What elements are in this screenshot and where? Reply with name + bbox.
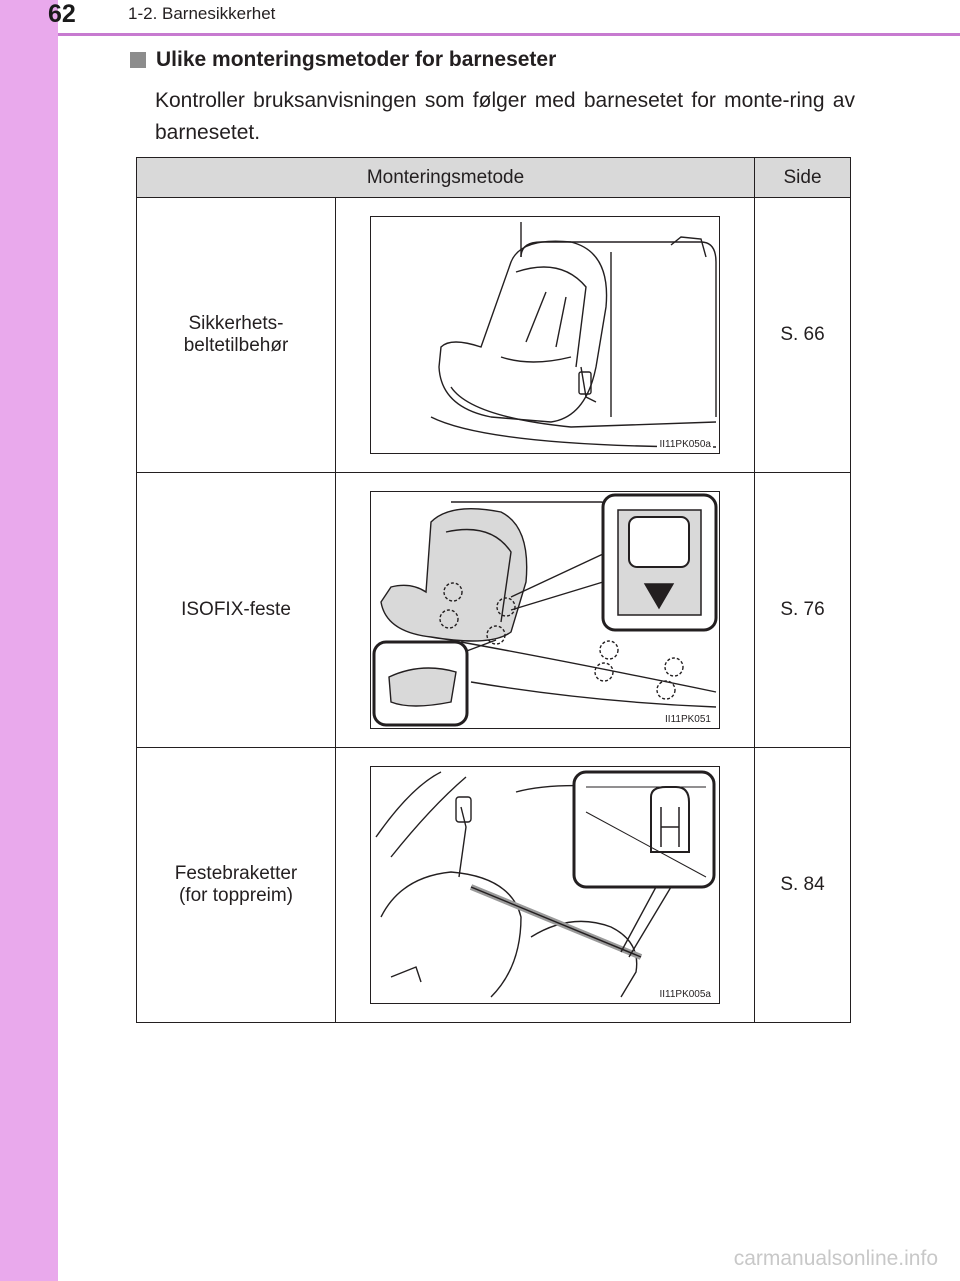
seat-belt-child-seat-illustration: II11PK050a: [370, 216, 720, 454]
isofix-illustration: II11PK051: [370, 491, 720, 729]
figure-code: II11PK051: [663, 714, 713, 725]
figure-code: II11PK005a: [657, 989, 713, 1000]
table-row: Festebraketter (for toppreim): [136, 747, 851, 1023]
table-row: ISOFIX-feste: [136, 472, 851, 748]
figure-cell: II11PK051: [335, 472, 755, 748]
square-bullet-icon: [130, 52, 146, 68]
page-ref: S. 76: [780, 599, 825, 620]
page-ref-cell: S. 66: [754, 197, 851, 473]
method-cell: ISOFIX-feste: [136, 472, 336, 748]
header-method: Monteringsmetode: [136, 157, 755, 198]
section-heading: Ulike monteringsmetoder for barneseter: [130, 48, 556, 72]
method-cell: Sikkerhets- beltetilbehør: [136, 197, 336, 473]
header-rule: [58, 33, 960, 36]
figure-code: II11PK050a: [657, 439, 713, 450]
side-strip: [0, 0, 58, 1281]
figure-cell: II11PK050a: [335, 197, 755, 473]
page-ref-cell: S. 84: [754, 747, 851, 1023]
top-tether-illustration: II11PK005a: [370, 766, 720, 1004]
page-ref-cell: S. 76: [754, 472, 851, 748]
method-label: Sikkerhets- beltetilbehør: [183, 313, 289, 356]
section-title: 1-2. Barnesikkerhet: [128, 4, 276, 23]
method-cell: Festebraketter (for toppreim): [136, 747, 336, 1023]
intro-paragraph: Kontroller bruksanvisningen som følger m…: [155, 89, 855, 144]
heading-text: Ulike monteringsmetoder for barneseter: [156, 48, 557, 71]
table-row: Sikkerhets- beltetilbehør: [136, 197, 851, 473]
header-page: Side: [754, 157, 851, 198]
page-number: 62: [48, 0, 76, 28]
method-label: Festebraketter (for toppreim): [174, 863, 298, 906]
figure-cell: II11PK005a: [335, 747, 755, 1023]
method-label: ISOFIX-feste: [181, 599, 291, 620]
table-header-row: Monteringsmetode Side: [136, 157, 851, 198]
page-ref: S. 84: [780, 874, 825, 895]
watermark: carmanualsonline.info: [733, 1247, 938, 1270]
installation-methods-table: Monteringsmetode Side Sikkerhets- beltet…: [136, 157, 851, 1023]
page-ref: S. 66: [780, 324, 825, 345]
